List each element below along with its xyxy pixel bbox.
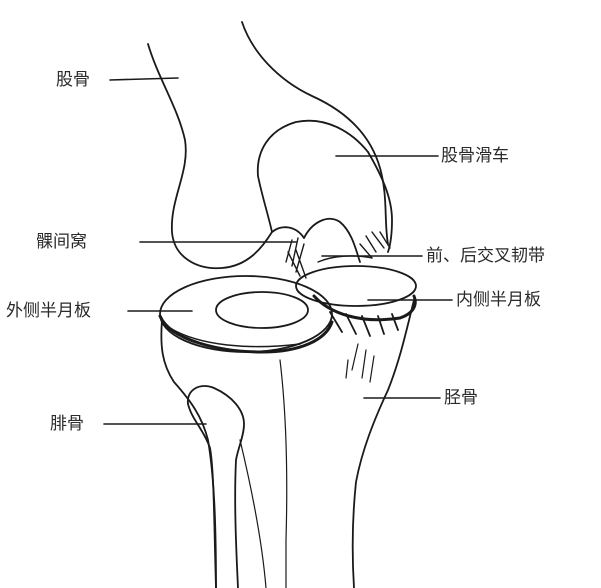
cruciate-ligaments-drawing bbox=[286, 232, 390, 278]
label-intercondylar-fossa: 髁间窝 bbox=[36, 234, 87, 251]
label-medial-meniscus: 内侧半月板 bbox=[456, 292, 541, 309]
fibula-outline bbox=[188, 386, 244, 588]
femur-outline bbox=[148, 22, 392, 268]
label-tibia: 胫骨 bbox=[444, 390, 478, 407]
label-cruciate-ligaments: 前、后交叉韧带 bbox=[426, 248, 545, 265]
label-fibula: 腓骨 bbox=[50, 416, 84, 433]
label-femur: 股骨 bbox=[56, 72, 90, 89]
label-lateral-meniscus: 外侧半月板 bbox=[6, 303, 91, 320]
label-patellar-surface: 股骨滑车 bbox=[441, 148, 509, 165]
lateral-meniscus-drawing bbox=[160, 276, 332, 352]
medial-meniscus-drawing bbox=[296, 266, 416, 336]
leader-femur bbox=[110, 78, 178, 80]
